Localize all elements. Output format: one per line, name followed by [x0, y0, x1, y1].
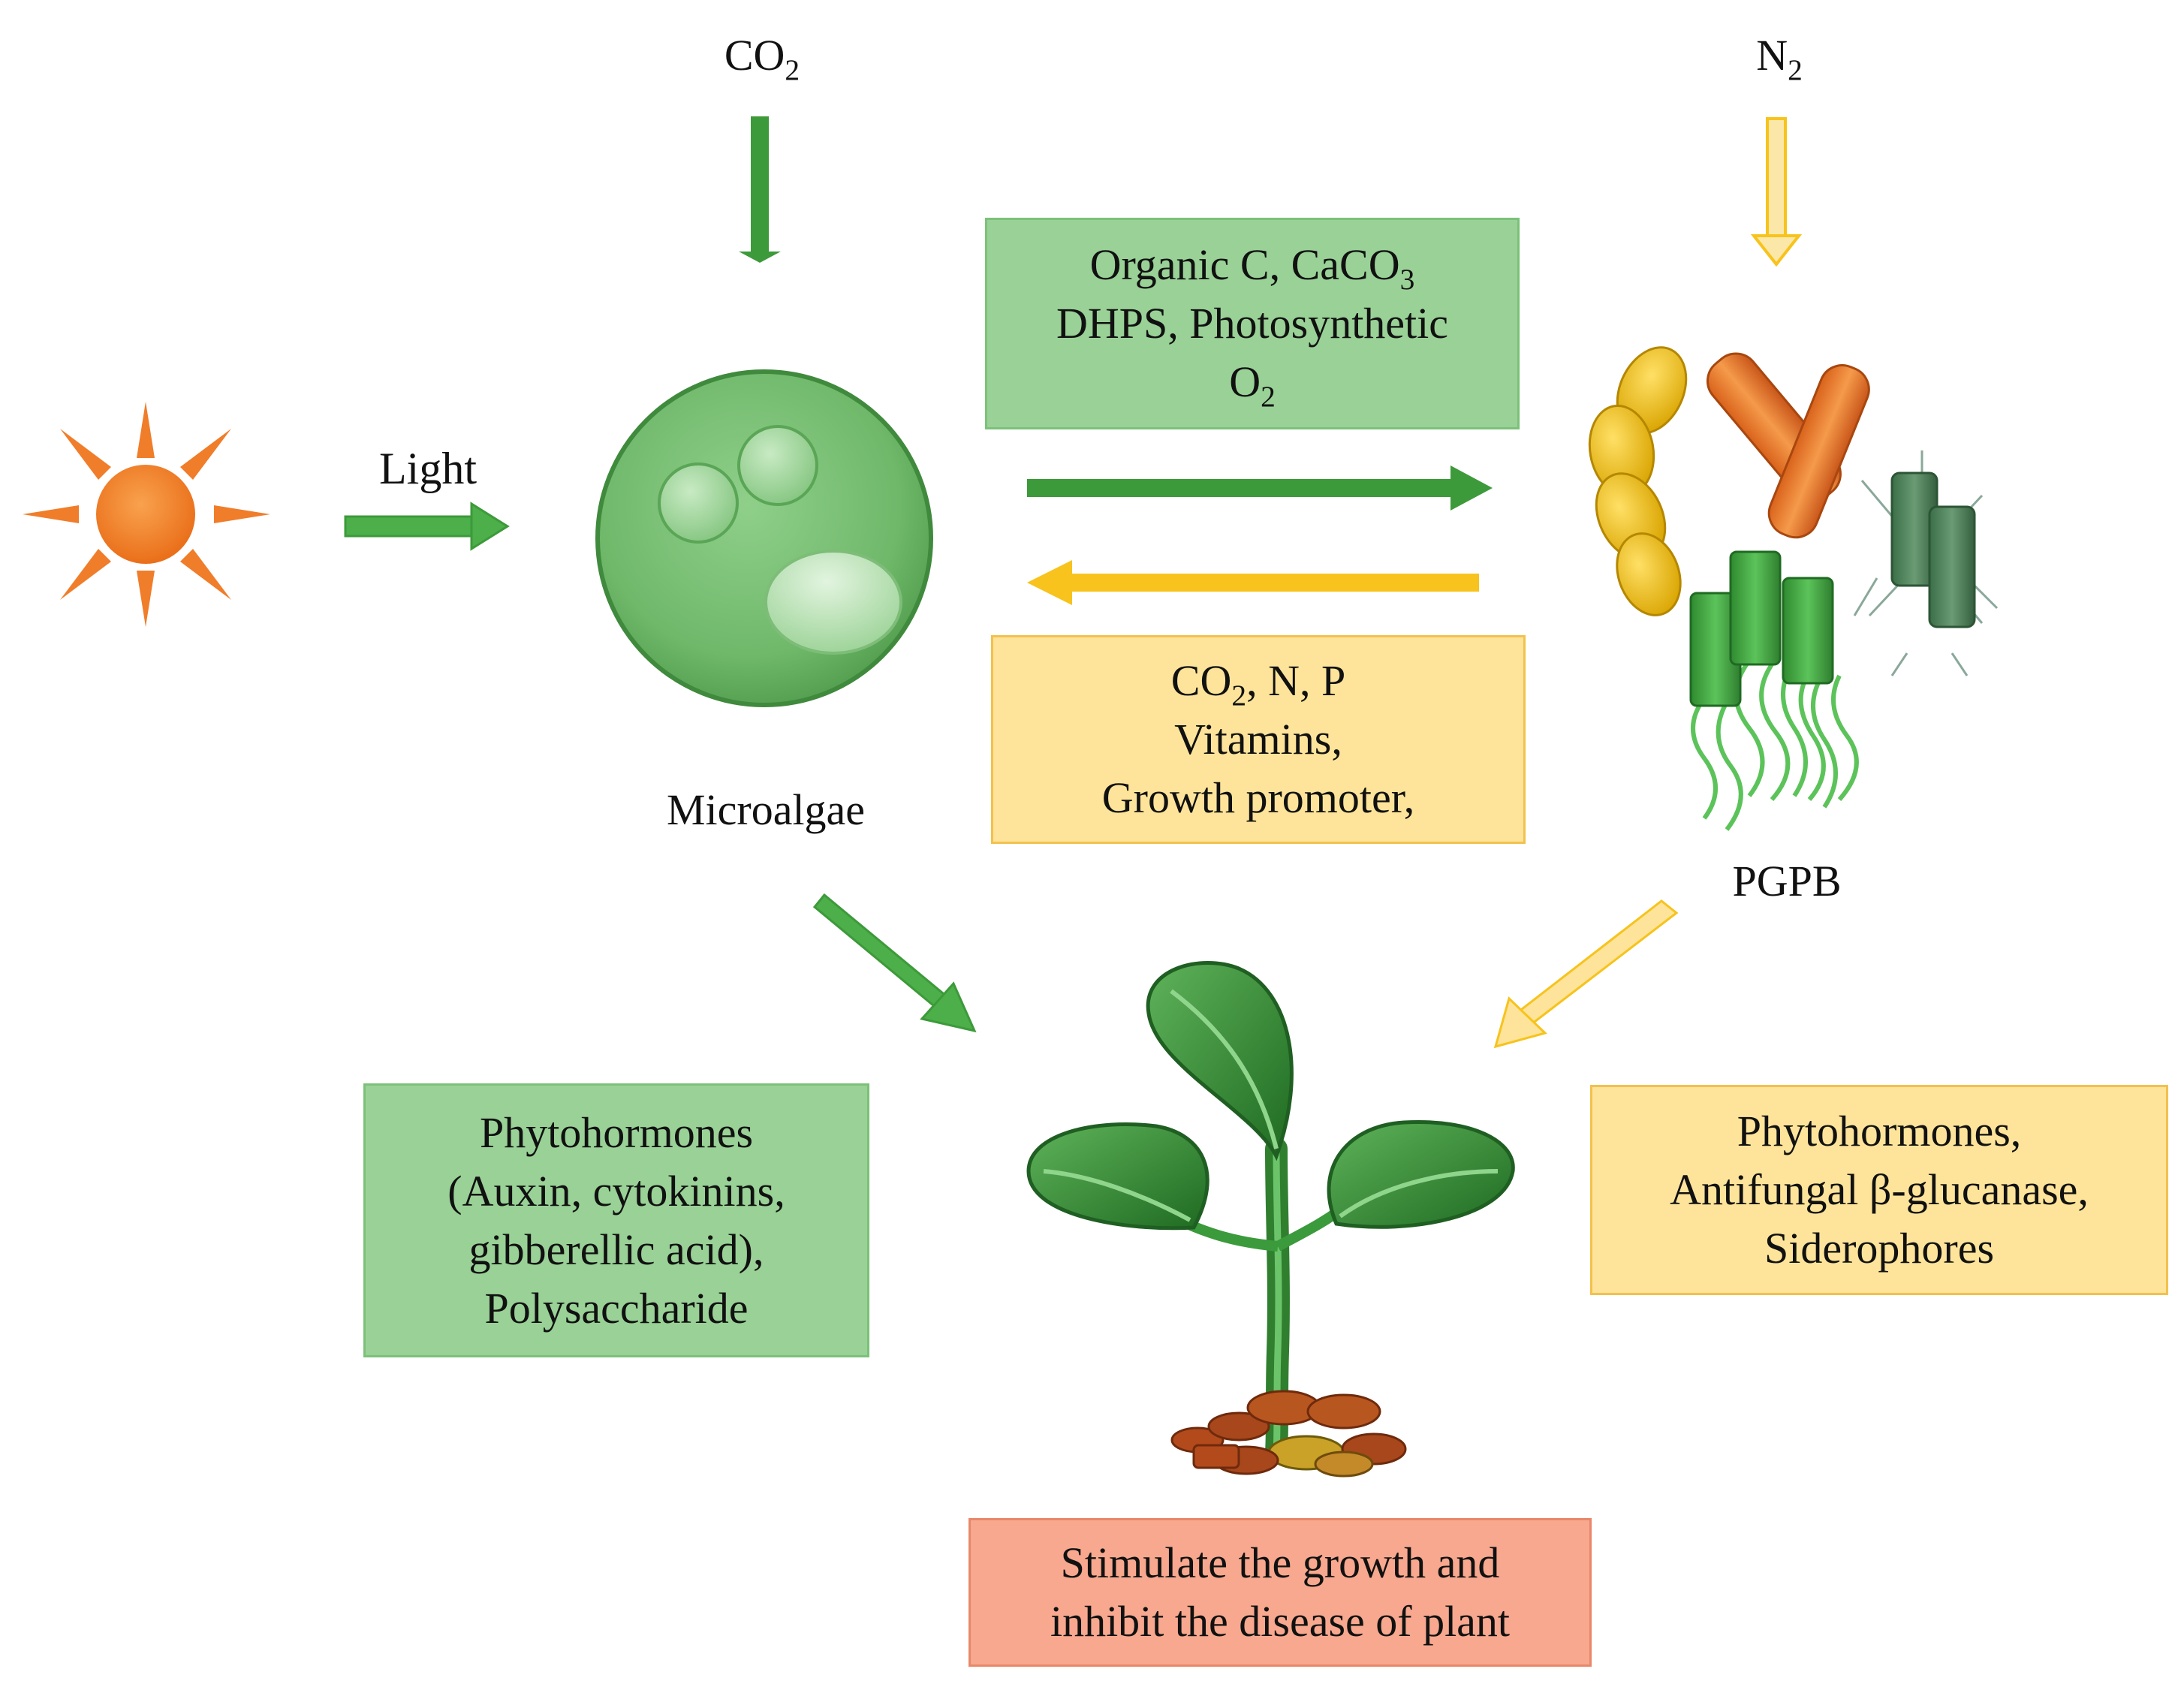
plant-seedling-icon — [1026, 961, 1515, 1478]
bacteria-to-plant-arrow — [1493, 899, 1679, 1049]
light-label: Light — [379, 444, 477, 493]
co2-input-label: CO2 — [724, 31, 800, 86]
n2-input-label: N2 — [1756, 31, 1803, 86]
bacteria-to-algae-products-box: CO2, N, P Vitamins, Growth promoter, — [991, 635, 1526, 844]
algae-plant-products-box: Phytohormones (Auxin, cytokinins, gibber… — [363, 1083, 869, 1357]
sun-icon — [23, 402, 270, 627]
co2-input-arrow — [739, 116, 781, 263]
algae-to-bacteria-arrow — [1027, 465, 1493, 511]
bacteria-to-algae-arrow — [1027, 560, 1479, 605]
n2-input-arrow — [1750, 117, 1803, 267]
light-arrow — [344, 502, 510, 551]
bacteria-plant-products-box: Phytohormones, Antifungal β-glucanase, S… — [1590, 1085, 2168, 1295]
microalgae-label: Microalgae — [666, 785, 866, 834]
algae-to-plant-arrow — [812, 893, 977, 1033]
microalgae-cell-icon — [595, 369, 933, 707]
pgpb-label: PGPB — [1732, 857, 1842, 905]
algae-to-bacteria-products-box: Organic C, CaCO3 DHPS, Photosynthetic O2 — [985, 218, 1520, 429]
pgpb-bacteria-icon — [1588, 346, 1999, 831]
outcome-box: Stimulate the growth and inhibit the dis… — [968, 1518, 1592, 1667]
